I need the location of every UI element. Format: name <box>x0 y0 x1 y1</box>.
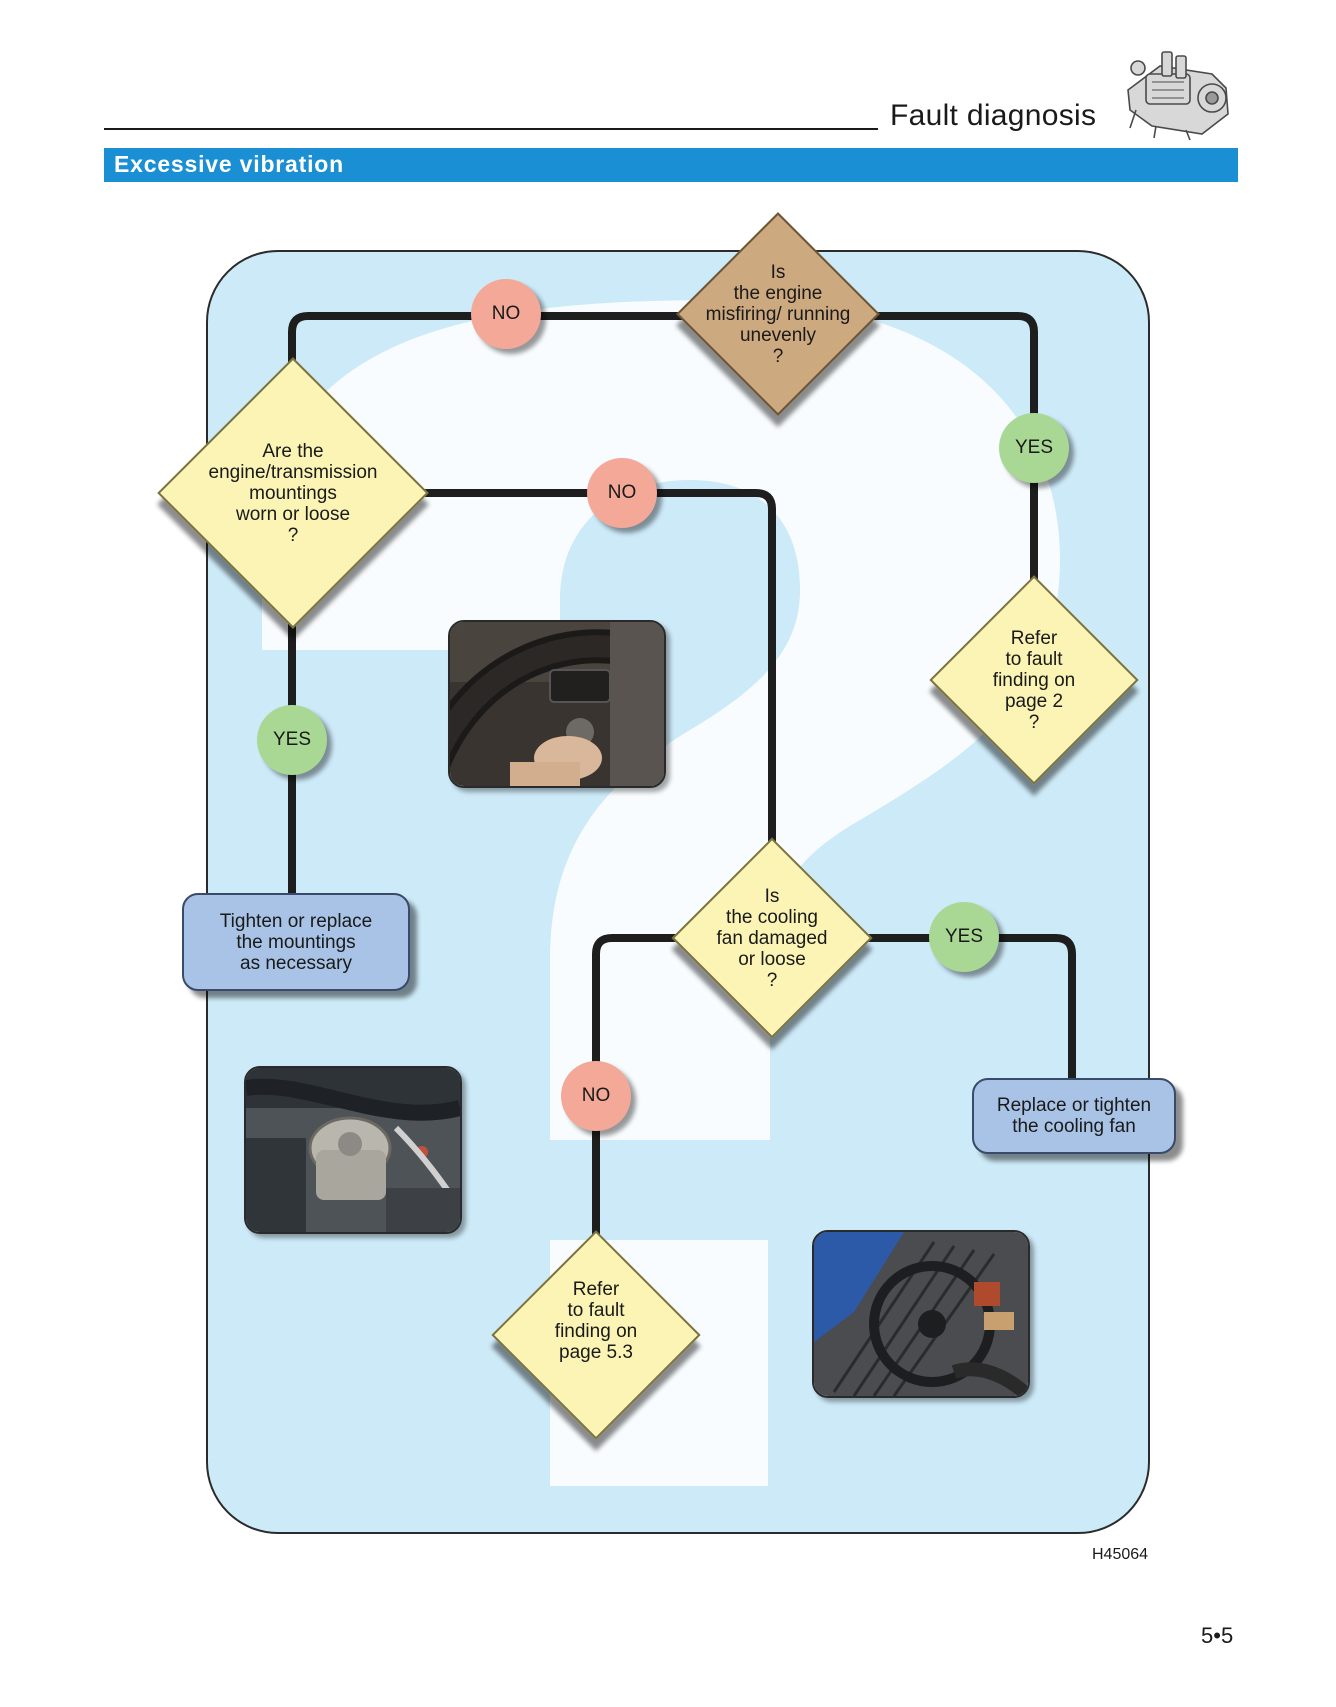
no-badge-mountings: NO <box>587 458 657 528</box>
page-number: 5•5 <box>1201 1623 1234 1648</box>
yes-badge-cooling-fan: YES <box>929 902 999 972</box>
fuel-pump-engine-icon <box>1127 51 1229 141</box>
header-rule <box>104 128 878 130</box>
decision-cooling-fan-text: Is the cooling fan damaged or loose ? <box>716 885 828 991</box>
section-banner: Excessive vibration <box>104 148 1238 182</box>
yes-badge-misfiring: YES <box>999 413 1069 483</box>
no-badge-misfiring: NO <box>471 279 541 349</box>
refer-fault-finding-page-5-3: Refer to fault finding on page 5.3 <box>491 1230 701 1440</box>
refer-page-5-3-text: Refer to fault finding on page 5.3 <box>554 1279 638 1363</box>
figure-code: H45064 <box>1092 1546 1149 1563</box>
action-replace-cooling-fan: Replace or tighten the cooling fan <box>972 1078 1176 1154</box>
action-tighten-mountings: Tighten or replace the mountings as nece… <box>182 893 410 991</box>
engine-mounting-photo <box>244 1066 462 1234</box>
no-badge-cooling-fan: NO <box>561 1061 631 1131</box>
refer-fault-finding-page-2: Refer to fault finding on page 2 ? <box>929 575 1139 785</box>
decision-mountings-worn-text: Are the engine/transmission mountings wo… <box>208 440 378 546</box>
cooling-fan-photo <box>812 1230 1030 1398</box>
decision-mountings-worn: Are the engine/transmission mountings wo… <box>157 357 429 629</box>
decision-engine-misfiring-text: Is the engine misfiring/ running unevenl… <box>705 261 851 367</box>
section-title: Fault diagnosis <box>890 99 1097 132</box>
decision-cooling-fan: Is the cooling fan damaged or loose ? <box>671 837 873 1039</box>
decision-engine-misfiring: Is the engine misfiring/ running unevenl… <box>676 212 880 416</box>
yes-badge-mountings: YES <box>257 705 327 775</box>
steering-wheel-ignition-photo <box>448 620 666 788</box>
banner-title: Excessive vibration <box>114 151 344 177</box>
refer-page-2-text: Refer to fault finding on page 2 ? <box>992 627 1076 733</box>
